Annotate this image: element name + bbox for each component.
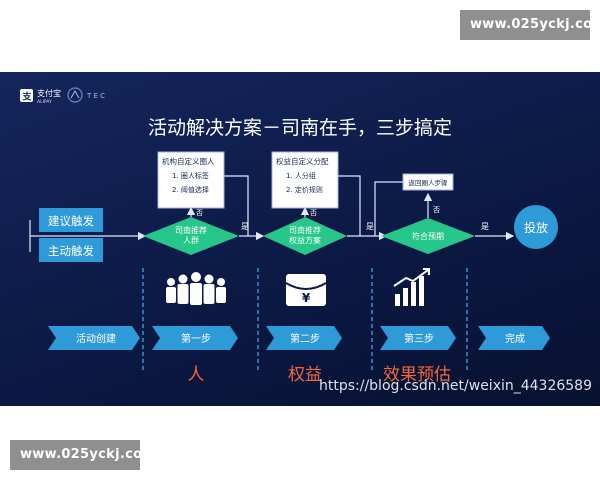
- flow-diagram: 支 支付宝 ALIPAY T E C 活动解决方案－司南在手，三步搞定 建议触发…: [20, 87, 592, 394]
- label-no-1: 否: [196, 209, 203, 217]
- box-crowd: 机构自定义圈人 1. 圈人标签 2. 阈值选择: [157, 151, 225, 209]
- decision-label-2: 符合预期: [412, 231, 444, 241]
- tec-circle-icon: [67, 87, 83, 103]
- svg-text:2. 阈值选择: 2. 阈值选择: [172, 185, 209, 194]
- watermark-top: www.025yckj.com: [460, 10, 600, 40]
- svg-text:支: 支: [22, 91, 33, 103]
- box-return: 返回圈人步骤: [402, 173, 454, 191]
- svg-text:¥: ¥: [302, 291, 311, 305]
- alipay-logo: 支 支付宝 ALIPAY: [20, 88, 61, 105]
- step-three: 第三步: [380, 326, 456, 350]
- svg-text:权益自定义分配: 权益自定义分配: [276, 156, 329, 166]
- slide-title: 活动解决方案－司南在手，三步搞定: [148, 117, 452, 139]
- step-two: 第二步: [266, 326, 342, 350]
- svg-text:1. 人分组: 1. 人分组: [286, 171, 316, 180]
- people-icon: [166, 272, 226, 305]
- alipay-name: 支付宝: [37, 88, 61, 98]
- alipay-icon: [20, 89, 33, 102]
- label-no-3: 否: [433, 206, 440, 214]
- decision-rights: 司南推荐权益方案: [263, 217, 347, 255]
- launch-node: 投放: [514, 205, 558, 249]
- category-rights: 权益: [288, 365, 322, 385]
- label-yes-3: 是: [481, 222, 489, 231]
- red-envelope-icon: ¥: [285, 274, 327, 306]
- label-yes-1: 是: [241, 222, 249, 231]
- watermark-bottom: www.025yckj.com: [10, 440, 156, 470]
- step-done: 完成: [478, 326, 550, 350]
- box-rights: 权益自定义分配 1. 人分组 2. 定价规则: [271, 151, 339, 209]
- category-effect: 效果预估: [383, 365, 451, 385]
- decision-crowd: 司南推荐人群: [143, 217, 239, 255]
- step-one: 第一步: [152, 326, 238, 350]
- alipay-en: ALIPAY: [37, 99, 52, 105]
- label-yes-2: 是: [366, 222, 374, 231]
- tec-logo: T E C: [67, 87, 105, 103]
- trigger-advice: 建议触发: [39, 208, 103, 232]
- decision-expect: 符合预期: [381, 218, 475, 254]
- svg-text:机构自定义圈人: 机构自定义圈人: [162, 156, 215, 166]
- connectors: [29, 175, 515, 252]
- svg-text:返回圈人步骤: 返回圈人步骤: [409, 178, 449, 187]
- svg-text:第二步: 第二步: [290, 332, 320, 345]
- csdn-watermark: https://blog.csdn.net/weixin_44326589: [319, 378, 592, 394]
- svg-text:投放: 投放: [524, 220, 548, 235]
- svg-text:1. 圈人标签: 1. 圈人标签: [172, 171, 209, 180]
- growth-chart-icon: [393, 268, 430, 306]
- slide: 支 支付宝 ALIPAY T E C 活动解决方案－司南在手，三步搞定 建议触发…: [0, 72, 600, 406]
- label-no-2: 否: [310, 209, 317, 217]
- category-people: 人: [188, 365, 205, 385]
- phase-separators: [142, 268, 468, 372]
- step-create: 活动创建: [48, 326, 140, 350]
- svg-text:主动触发: 主动触发: [48, 244, 94, 258]
- decision-label-1: 司南推荐权益方案: [289, 225, 321, 245]
- svg-text:活动创建: 活动创建: [76, 332, 116, 345]
- svg-text:建议触发: 建议触发: [48, 214, 94, 228]
- svg-text:2. 定价规则: 2. 定价规则: [286, 185, 323, 194]
- tec-text: T E C: [86, 92, 105, 100]
- svg-text:第三步: 第三步: [404, 332, 434, 345]
- svg-text:第一步: 第一步: [181, 332, 211, 345]
- trigger-active: 主动触发: [39, 238, 103, 262]
- decision-label-0: 司南推荐人群: [175, 225, 207, 245]
- svg-text:完成: 完成: [505, 332, 525, 345]
